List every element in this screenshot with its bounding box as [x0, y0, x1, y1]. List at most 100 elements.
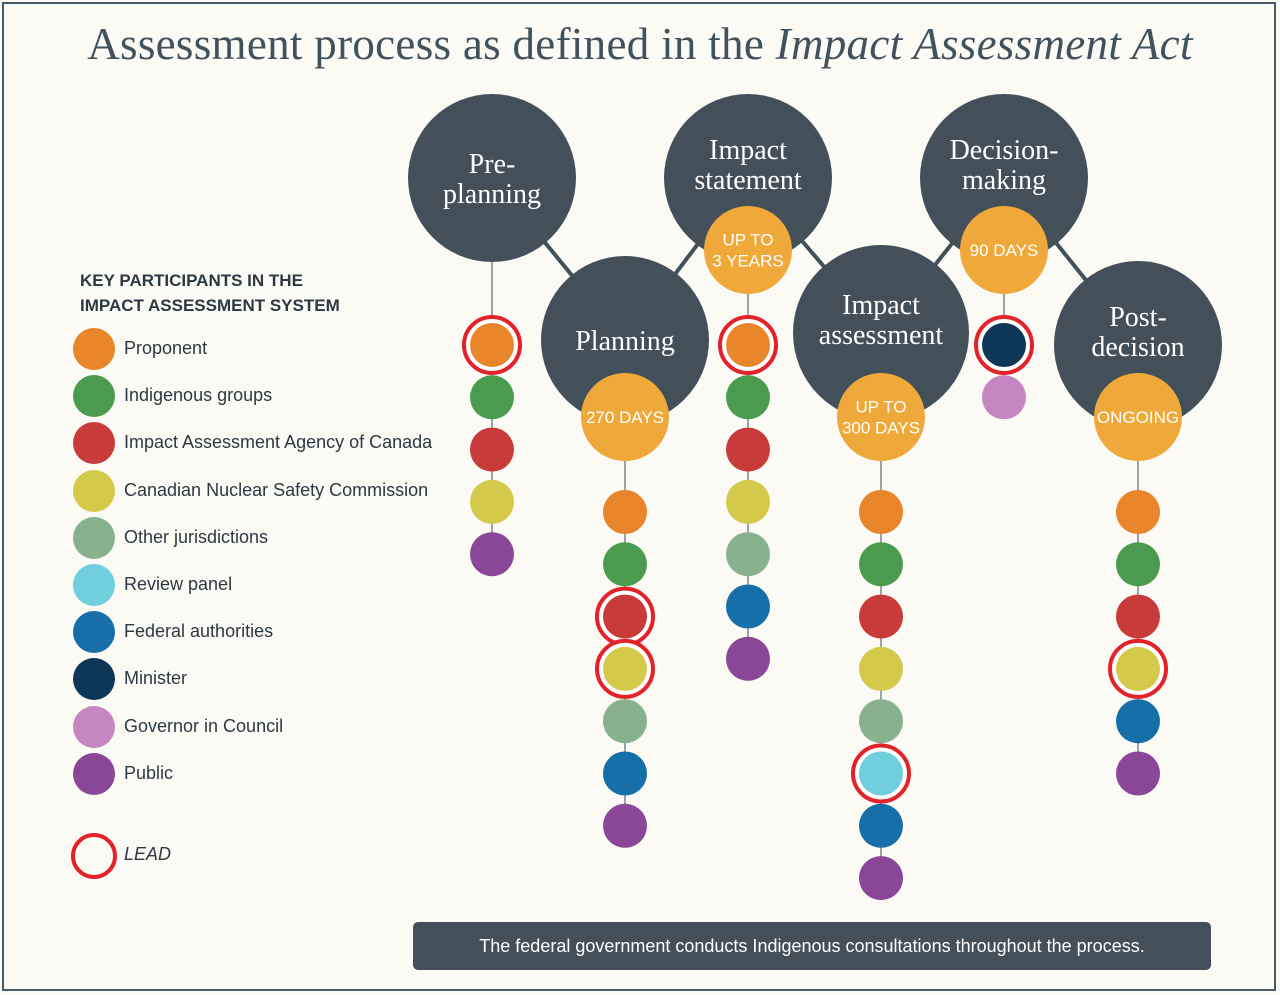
stage-name-pre-planning-1: Pre- — [469, 149, 516, 180]
participant-dot-impact-statement-nuclear — [726, 479, 770, 524]
legend-dot-governor-icon — [73, 705, 115, 748]
participant-dot-pre-planning-proponent — [470, 323, 514, 367]
stage-name-impact-statement-2: statement — [694, 165, 802, 196]
legend-heading: KEY PARTICIPANTS IN THE IMPACT ASSESSMEN… — [80, 268, 340, 318]
title-act-name: Impact Assessment Act — [775, 19, 1193, 69]
participant-column-post-decision — [1108, 417, 1168, 796]
participant-dot-post-decision-agency — [1116, 594, 1160, 639]
participant-dot-post-decision-indigenous — [1116, 542, 1160, 587]
participant-dot-pre-planning-public — [470, 532, 514, 577]
legend-heading-line-2: IMPACT ASSESSMENT SYSTEM — [80, 296, 340, 315]
participant-dot-impact-statement-proponent — [726, 323, 770, 367]
participant-dot-planning-public — [603, 803, 647, 848]
legend-label-federal: Federal authorities — [124, 621, 274, 642]
participant-dot-planning-nuclear — [603, 646, 647, 691]
participant-dot-pre-planning-indigenous — [470, 375, 514, 420]
duration-text-planning-1: 270 DAYS — [586, 408, 664, 427]
legend-heading-line-1: KEY PARTICIPANTS IN THE — [80, 271, 303, 290]
legend-label-nuclear: Canadian Nuclear Safety Commission — [124, 479, 429, 500]
participant-dot-post-decision-nuclear — [1116, 646, 1160, 691]
participant-dot-impact-statement-other — [726, 532, 770, 577]
legend-dot-federal-icon — [73, 611, 115, 654]
legend-label-other: Other jurisdictions — [124, 526, 269, 547]
participant-column-impact-statement — [718, 250, 778, 681]
participant-dot-impact-assessment-panel — [859, 751, 903, 796]
stage-name-post-decision-2: decision — [1091, 332, 1184, 363]
participant-column-pre-planning — [462, 178, 522, 577]
participant-dot-decision-making-minister — [982, 323, 1026, 367]
participant-dot-impact-assessment-public — [859, 856, 903, 901]
duration-badge-impact-assessment — [837, 373, 925, 461]
stage-name-planning-1: Planning — [575, 326, 675, 357]
stage-circle-pre-planning — [408, 94, 576, 262]
participant-dot-pre-planning-agency — [470, 427, 514, 472]
participant-dot-impact-statement-agency — [726, 427, 770, 472]
legend-label-panel: Review panel — [124, 574, 233, 594]
legend-label-proponent: Proponent — [124, 338, 208, 358]
legend-dot-indigenous-icon — [73, 375, 115, 418]
participant-dot-impact-statement-federal — [726, 584, 770, 629]
page-title: Assessment process as defined in the Imp… — [0, 18, 1280, 70]
stage-name-impact-assessment-1: Impact — [842, 290, 920, 321]
stage-name-impact-assessment-2: assessment — [819, 320, 944, 351]
footer-bar: The federal government conducts Indigeno… — [413, 922, 1211, 970]
participant-dot-planning-proponent — [603, 490, 647, 534]
participant-dot-impact-statement-public — [726, 636, 770, 681]
legend-lead-label: LEAD — [124, 844, 172, 864]
stage-circle-planning — [541, 256, 709, 424]
stage-circle-impact-statement — [664, 94, 832, 262]
participant-dot-impact-assessment-proponent — [859, 490, 903, 534]
legend-label-governor: Governor in Council — [124, 715, 284, 736]
participant-dot-impact-assessment-federal — [859, 803, 903, 848]
duration-badge-post-decision — [1094, 373, 1182, 461]
stage-decision-making: Decision-making 90 DAYS — [920, 94, 1088, 294]
participant-dot-post-decision-public — [1116, 751, 1160, 796]
participant-dot-impact-statement-indigenous — [726, 375, 770, 420]
participant-dot-post-decision-proponent — [1116, 490, 1160, 534]
participant-dot-post-decision-federal — [1116, 699, 1160, 744]
duration-badge-decision-making — [960, 206, 1048, 294]
participant-dot-impact-assessment-other — [859, 699, 903, 744]
participant-dot-impact-assessment-nuclear — [859, 646, 903, 691]
duration-text-decision-making-1: 90 DAYS — [970, 241, 1039, 260]
stage-name-pre-planning-2: planning — [443, 179, 541, 210]
duration-text-impact-assessment-2: 300 DAYS — [842, 419, 920, 438]
participant-dot-impact-assessment-indigenous — [859, 542, 903, 587]
lead-ring-icon — [71, 833, 117, 879]
participant-dot-impact-assessment-agency — [859, 594, 903, 639]
legend-dot-agency-icon — [73, 422, 115, 465]
duration-badge-impact-statement — [704, 206, 792, 294]
legend-label-agency: Impact Assessment Agency of Canada — [124, 432, 433, 453]
legend-dot-public-icon — [73, 752, 115, 795]
legend-dot-other-icon — [73, 516, 115, 559]
participant-column-impact-assessment — [851, 417, 911, 901]
stage-circle-decision-making — [920, 94, 1088, 262]
stage-planning: Planning 270 DAYS — [541, 256, 709, 461]
legend-dot-nuclear-icon — [73, 469, 115, 512]
duration-text-impact-statement-1: UP TO — [722, 231, 773, 250]
stage-name-impact-statement-1: Impact — [709, 135, 787, 166]
participant-dot-pre-planning-nuclear — [470, 479, 514, 524]
participant-dot-decision-making-governor — [982, 375, 1026, 420]
legend-label-minister: Minister — [124, 668, 188, 689]
legend-dot-proponent-icon — [73, 328, 115, 370]
title-main: Assessment process as defined in the — [87, 19, 776, 69]
duration-text-post-decision-1: ONGOING — [1097, 408, 1179, 427]
stage-name-decision-making-2: making — [962, 165, 1046, 196]
stage-pre-planning: Pre-planning — [408, 94, 576, 262]
stage-circle-impact-assessment — [793, 245, 969, 421]
participant-columns — [462, 178, 1168, 901]
stage-name-decision-making-1: Decision- — [950, 135, 1059, 166]
legend-dot-panel-icon — [73, 564, 115, 606]
stage-name-post-decision-1: Post- — [1109, 302, 1167, 333]
legend-label-indigenous: Indigenous groups — [124, 385, 273, 406]
participant-column-planning — [595, 417, 655, 848]
duration-text-impact-assessment-1: UP TO — [855, 398, 906, 417]
duration-text-impact-statement-2: 3 YEARS — [712, 252, 784, 271]
